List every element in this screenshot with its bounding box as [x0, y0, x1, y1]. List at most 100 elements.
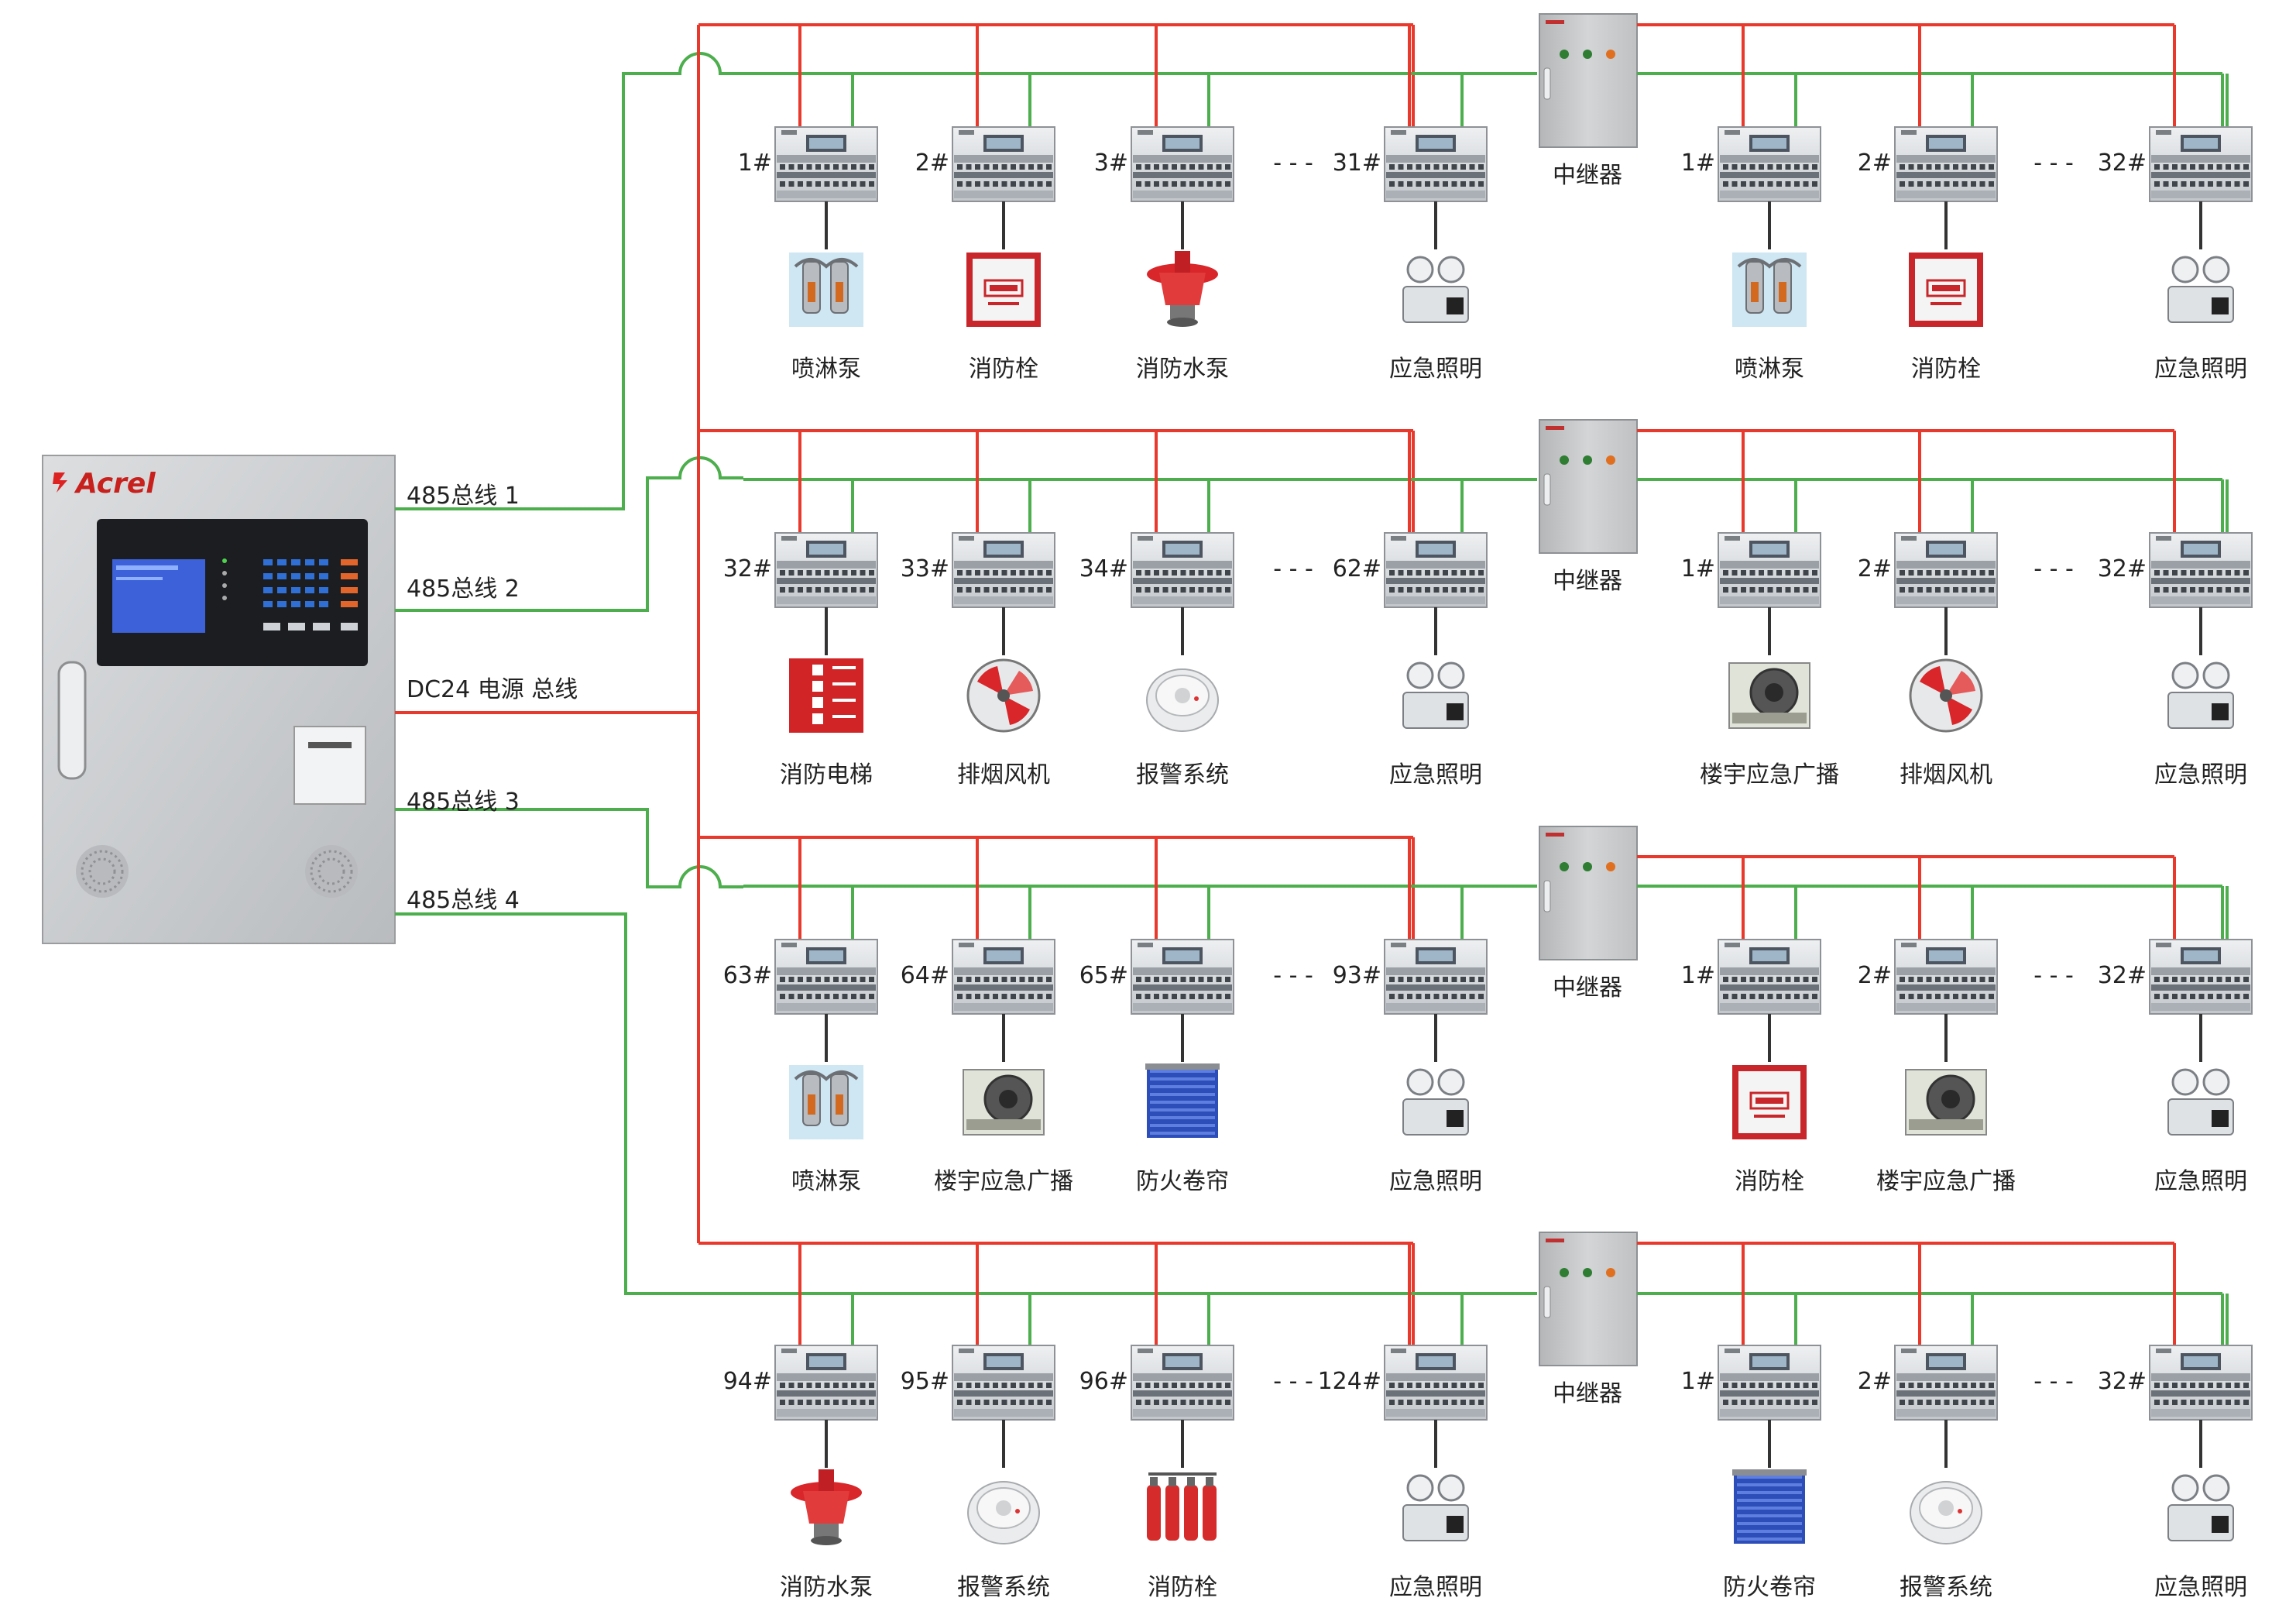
monitoring-module[interactable]: [1384, 939, 1488, 1015]
monitoring-module[interactable]: [1894, 1345, 1998, 1421]
monitoring-module[interactable]: [1131, 1345, 1234, 1421]
emergency-light-icon: [1402, 256, 1469, 323]
speaker-icon: [963, 1069, 1045, 1136]
repeater-unit[interactable]: [1539, 13, 1638, 148]
ellipsis-dashes: - - -: [1273, 555, 1313, 582]
monitoring-module[interactable]: [1718, 939, 1821, 1015]
monitoring-module[interactable]: [1894, 939, 1998, 1015]
fire-elevator-icon: [789, 658, 863, 733]
monitoring-module[interactable]: [952, 126, 1055, 202]
ellipsis-dashes: - - -: [1273, 1368, 1313, 1395]
bus-label-3: 485总线 3: [407, 789, 520, 816]
ellipsis-dashes: - - -: [1273, 149, 1313, 177]
monitoring-module[interactable]: [1718, 126, 1821, 202]
module-address: 32#: [2098, 555, 2147, 582]
repeater-unit[interactable]: [1539, 826, 1638, 960]
device-left-2: 96#消防栓: [1079, 1243, 1234, 1601]
repeater-unit[interactable]: [1539, 419, 1638, 554]
monitoring-module[interactable]: [1131, 126, 1234, 202]
device-right-2: 32#应急照明: [2098, 1243, 2253, 1601]
monitoring-module[interactable]: [2149, 1345, 2253, 1421]
device-label: 消防栓: [1148, 1574, 1217, 1601]
device-label: 应急照明: [2154, 356, 2247, 383]
device-label: 消防栓: [1735, 1168, 1804, 1195]
device-right-2: 32#应急照明: [2098, 25, 2253, 383]
module-address: 1#: [1681, 149, 1715, 177]
ellipsis-dashes: - - -: [2033, 962, 2074, 989]
device-left-1: 95# 报警系统: [901, 1243, 1055, 1601]
water-pump-icon: [1147, 251, 1218, 327]
monitoring-module[interactable]: [2149, 939, 2253, 1015]
device-right-1: 2#楼宇应急广播: [1858, 857, 2016, 1195]
module-address: 2#: [915, 149, 949, 177]
host-speaker-left: [76, 845, 129, 898]
monitoring-module[interactable]: [774, 532, 878, 608]
monitoring-module[interactable]: [952, 532, 1055, 608]
acrel-logo: Acrel: [53, 468, 156, 500]
monitoring-module[interactable]: [774, 126, 878, 202]
module-address: 2#: [1858, 1368, 1892, 1395]
ellipsis-dashes: - - -: [1273, 962, 1313, 989]
device-left-0: 63#喷淋泵: [723, 837, 878, 1195]
bus-label-2: 485总线 2: [407, 576, 520, 603]
monitoring-module[interactable]: [1131, 532, 1234, 608]
fire-shutter-icon: [1145, 1063, 1220, 1138]
device-right-0: 1#楼宇应急广播: [1681, 431, 1839, 789]
device-label: 喷淋泵: [791, 356, 861, 383]
row-4: 中继器94#消防水泵95#报警系统96#消防栓124#应急照明1#防火卷帘2#报…: [698, 1232, 2253, 1601]
device-right-0: 1#消防栓: [1681, 857, 1821, 1195]
monitoring-module[interactable]: [1384, 532, 1488, 608]
device-label: 应急照明: [2154, 1168, 2247, 1195]
monitoring-module[interactable]: [1718, 532, 1821, 608]
device-left-3: 62#应急照明: [1333, 431, 1488, 789]
bus-label-1: 485总线 1: [407, 483, 520, 510]
device-label: 消防栓: [969, 356, 1038, 383]
device-label: 报警系统: [1136, 761, 1229, 789]
module-address: 31#: [1333, 149, 1381, 177]
emergency-light-icon: [2167, 1474, 2234, 1541]
module-address: 3#: [1094, 149, 1128, 177]
monitoring-module[interactable]: [952, 939, 1055, 1015]
module-address: 34#: [1079, 555, 1128, 582]
monitoring-module[interactable]: [1131, 939, 1234, 1015]
device-label: 应急照明: [1389, 761, 1482, 789]
device-label: 消防电梯: [780, 761, 873, 789]
host-bus-lines: [395, 25, 743, 1295]
module-address: 32#: [723, 555, 772, 582]
device-left-1: 64#楼宇应急广播: [901, 837, 1073, 1195]
module-address: 2#: [1858, 149, 1892, 177]
sprinkler-icon: [789, 253, 863, 327]
sprinkler-icon: [1732, 253, 1807, 327]
repeater-unit[interactable]: [1539, 1232, 1638, 1366]
device-left-0: 94#消防水泵: [723, 1243, 878, 1601]
bus-label-4: 485总线 4: [407, 887, 520, 914]
module-address: 95#: [901, 1368, 949, 1395]
smoke-fan-icon: [1909, 658, 1983, 733]
host-door-handle[interactable]: [57, 661, 87, 780]
repeater-label: 中继器: [1553, 1380, 1622, 1407]
ellipsis-dashes: - - -: [2033, 555, 2074, 582]
device-right-1: 2#消防栓: [1858, 25, 1998, 383]
monitoring-module[interactable]: [2149, 532, 2253, 608]
host-screen: [112, 559, 205, 633]
row-1: 中继器1#喷淋泵2#消防栓3#消防水泵31#应急照明1#喷淋泵2#消防栓32#应…: [698, 13, 2253, 383]
monitoring-module[interactable]: [2149, 126, 2253, 202]
bus-label-dc24: DC24 电源 总线: [407, 676, 578, 703]
monitoring-module[interactable]: [952, 1345, 1055, 1421]
monitoring-module[interactable]: [1384, 126, 1488, 202]
monitoring-module[interactable]: [1718, 1345, 1821, 1421]
device-label: 报警系统: [957, 1574, 1050, 1601]
host-cabinet: Acrel: [42, 455, 396, 944]
device-label: 排烟风机: [1900, 761, 1992, 789]
row-2: 中继器32#消防电梯33#排烟风机34#报警系统62#应急照明1#楼宇应急广播2…: [698, 419, 2253, 789]
monitoring-module[interactable]: [774, 1345, 878, 1421]
monitoring-module[interactable]: [1384, 1345, 1488, 1421]
monitoring-module[interactable]: [1894, 126, 1998, 202]
monitoring-module[interactable]: [774, 939, 878, 1015]
device-label: 应急照明: [1389, 356, 1482, 383]
ellipsis-dashes: - - -: [2033, 1368, 2074, 1395]
bus-4-line: [395, 912, 743, 1295]
ellipsis-dashes: - - -: [2033, 149, 2074, 177]
device-left-3: 124#应急照明: [1318, 1243, 1488, 1601]
monitoring-module[interactable]: [1894, 532, 1998, 608]
